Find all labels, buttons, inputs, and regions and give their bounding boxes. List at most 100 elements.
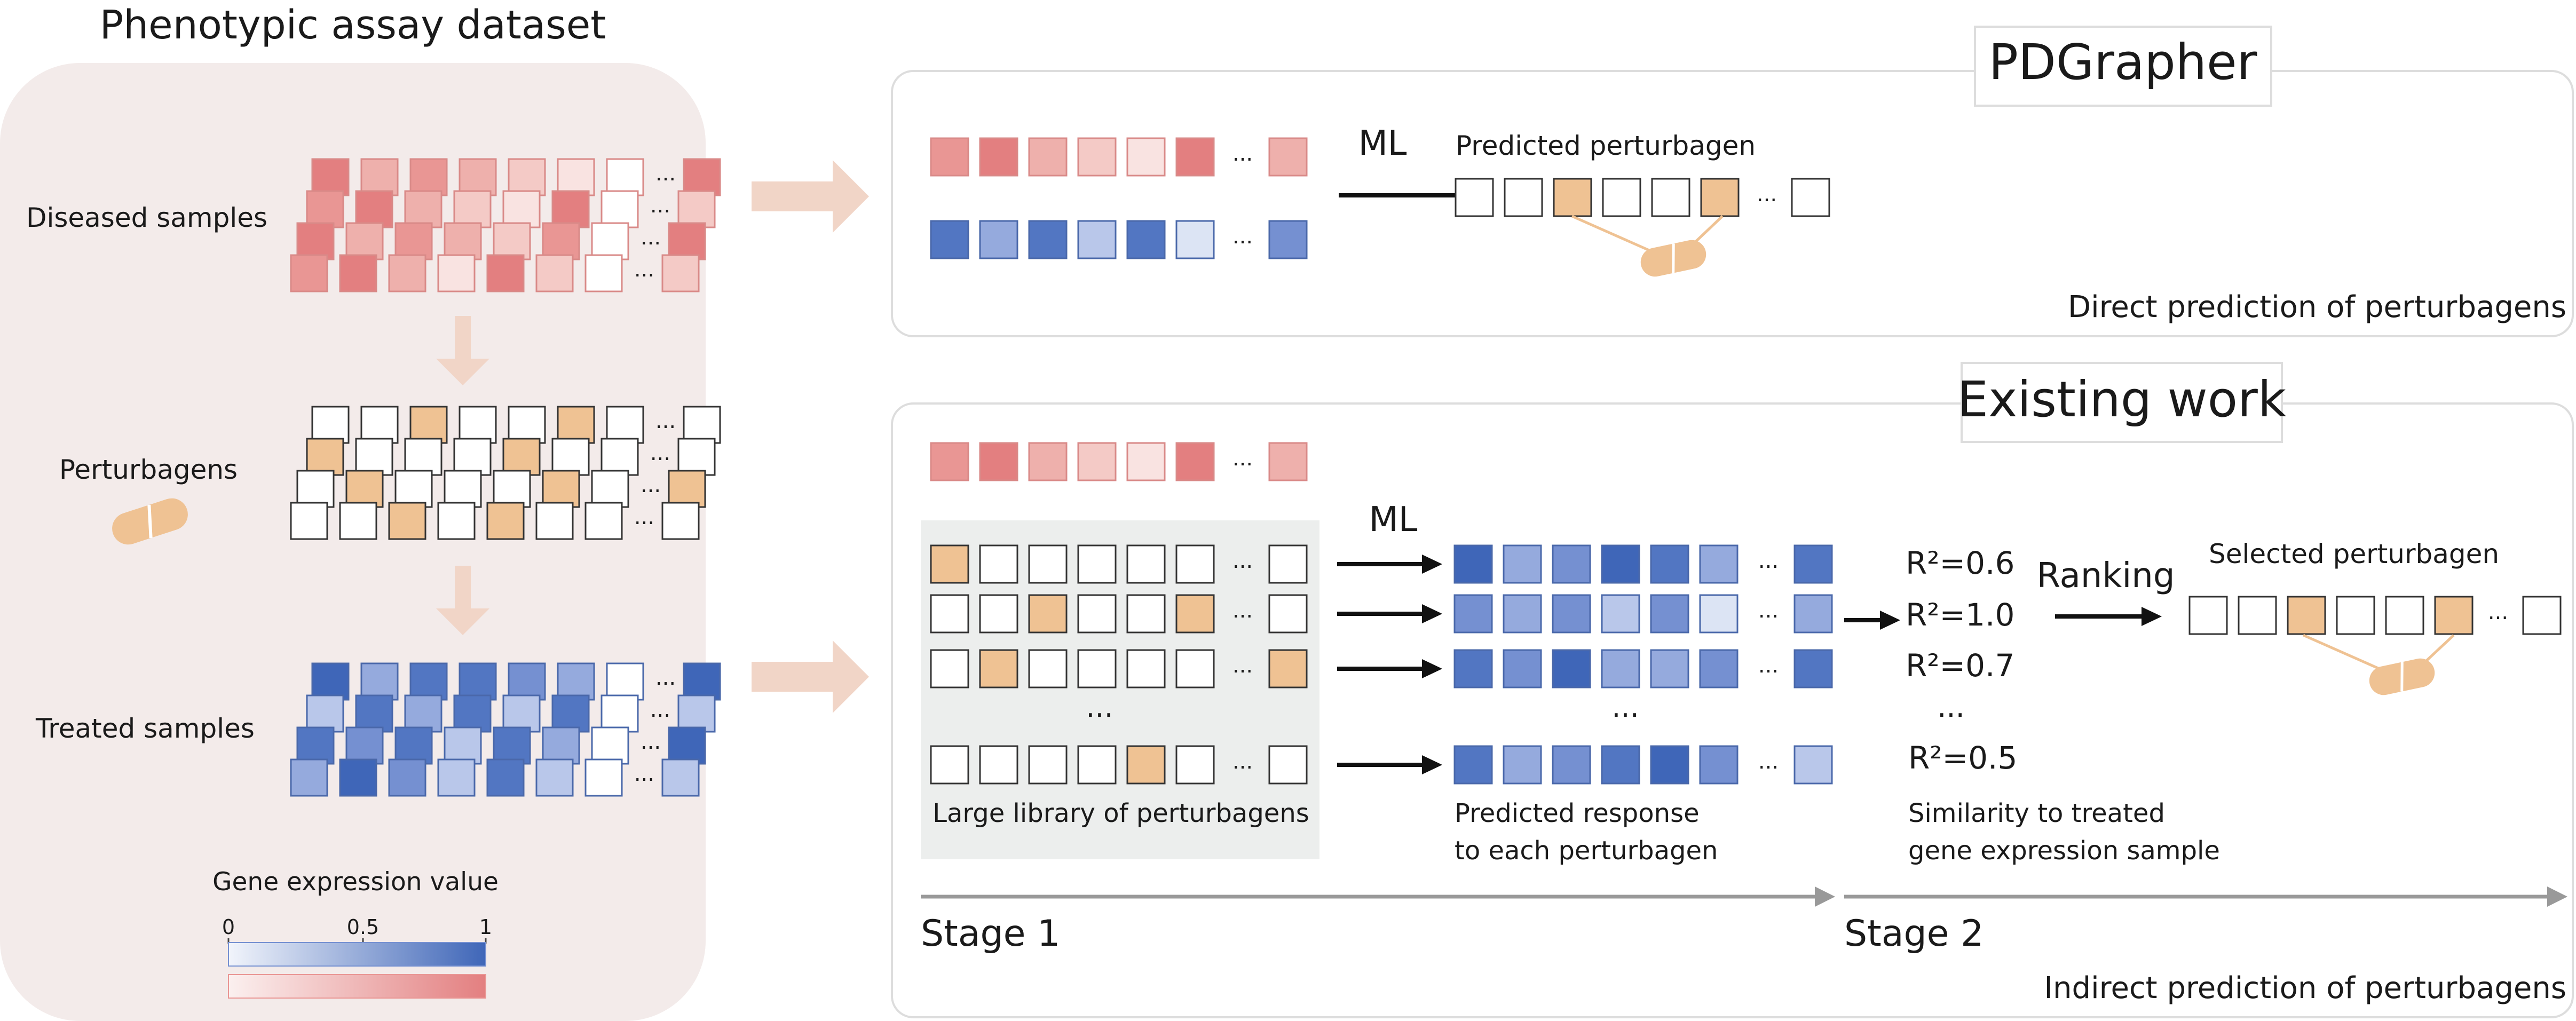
library-vertical-ellipsis: ... (1086, 690, 1113, 724)
cell-square (296, 222, 335, 260)
cell-square (290, 254, 328, 292)
selected-perturbagen-label: Selected perturbagen (2209, 539, 2499, 569)
stage1-arrow-icon (921, 887, 1835, 907)
treated-samples-stack: ............ (290, 662, 721, 797)
cell-square (1077, 544, 1117, 584)
cell-square (388, 758, 426, 797)
stage1-label: Stage 1 (921, 913, 1060, 955)
cell-square (444, 726, 482, 765)
cell-square (1699, 594, 1739, 634)
cell-square (683, 406, 721, 444)
cell-square (339, 254, 377, 292)
cell-square (306, 190, 344, 228)
cell-square (1175, 594, 1215, 634)
cell-square (355, 694, 393, 733)
cell-square (409, 406, 448, 444)
cell-square (661, 502, 700, 540)
ml-arrow-head (1422, 755, 1442, 774)
cell-square (1077, 442, 1117, 481)
cell-square (668, 222, 706, 260)
cell-square (437, 758, 476, 797)
cell-square (1793, 649, 1833, 688)
cell-square (2188, 596, 2228, 635)
legend-red-colorbar (228, 974, 486, 999)
cell-square (1077, 649, 1117, 688)
response-label-line2: to each perturbagen (1455, 836, 1718, 866)
legend-blue-colorbar (228, 942, 486, 967)
ellipsis-text: ... (655, 666, 676, 690)
cell-square (584, 254, 623, 292)
cell-square (1700, 178, 1740, 217)
cell-square (979, 544, 1018, 584)
cell-square (1553, 178, 1592, 217)
cell-square (1650, 745, 1689, 785)
cell-square (1126, 594, 1166, 634)
cell-square (1504, 178, 1543, 217)
cell-square (437, 502, 476, 540)
cell-square (557, 662, 595, 701)
treated-samples-label: Treated samples (35, 713, 255, 744)
cell-square (2238, 596, 2277, 635)
cell-square (979, 594, 1018, 634)
cell-square (360, 662, 399, 701)
cell-square (606, 662, 644, 701)
existing-diseased-row: ... (930, 442, 1308, 481)
cell-square (542, 222, 580, 260)
cell-square (1503, 594, 1542, 634)
cell-square (1268, 544, 1308, 584)
cell-square (600, 438, 639, 476)
cell-square (2522, 596, 2562, 635)
cell-square (1126, 137, 1166, 177)
cell-square (355, 190, 393, 228)
cell-square (1175, 544, 1215, 584)
down-arrow-icon (436, 316, 489, 385)
cell-square (542, 470, 580, 508)
cell-square (1028, 544, 1068, 584)
cell-square (535, 502, 574, 540)
ellipsis-text: ... (1232, 224, 1253, 249)
cell-square (444, 470, 482, 508)
legend-tick-max: 1 (479, 915, 492, 939)
cell-square (1601, 745, 1640, 785)
cell-square (502, 694, 541, 733)
cell-square (290, 758, 328, 797)
cell-square (1602, 178, 1641, 217)
cell-square (453, 438, 492, 476)
cell-square (1791, 178, 1830, 217)
ellipsis-text: ... (1758, 549, 1779, 573)
cell-square (668, 470, 706, 508)
cell-square (535, 254, 574, 292)
predicted-response-rows: ............ (1453, 544, 1833, 785)
cell-square (668, 726, 706, 765)
pdgrapher-caption: Direct prediction of perturbagens (2068, 290, 2566, 324)
diseased-samples-label: Diseased samples (26, 202, 267, 233)
ellipsis-text: ... (634, 257, 654, 282)
cell-square (606, 406, 644, 444)
cell-square (683, 158, 721, 196)
perturbagens-stack: ............ (290, 406, 721, 540)
cell-square (2385, 596, 2424, 635)
legend-tick-mid: 0.5 (347, 915, 379, 939)
cell-square (930, 442, 969, 481)
ellipsis-text: ... (2488, 600, 2508, 624)
cell-square (1453, 594, 1493, 634)
cell-square (409, 158, 448, 196)
cell-square (1028, 594, 1068, 634)
selected-perturbagen-row: ... (2188, 596, 2562, 635)
cell-square (437, 254, 476, 292)
cell-square (2287, 596, 2326, 635)
pdgrapher-predicted-label: Predicted perturbagen (1456, 130, 1756, 161)
ellipsis-text: ... (1758, 749, 1779, 774)
cell-square (535, 758, 574, 797)
cell-square (394, 470, 433, 508)
existing-work-caption: Indirect prediction of perturbagens (2044, 971, 2566, 1006)
cell-square (1268, 594, 1308, 634)
stage2-arrow-icon (1844, 887, 2567, 907)
cell-square (1699, 544, 1739, 584)
similarity-label-line1: Similarity to treated (1908, 798, 2165, 828)
cell-square (930, 594, 969, 634)
cell-square (683, 662, 721, 701)
down-arrow-icon (436, 566, 489, 635)
cell-square (1601, 594, 1640, 634)
diseased-samples-stack: ............ (290, 158, 721, 292)
